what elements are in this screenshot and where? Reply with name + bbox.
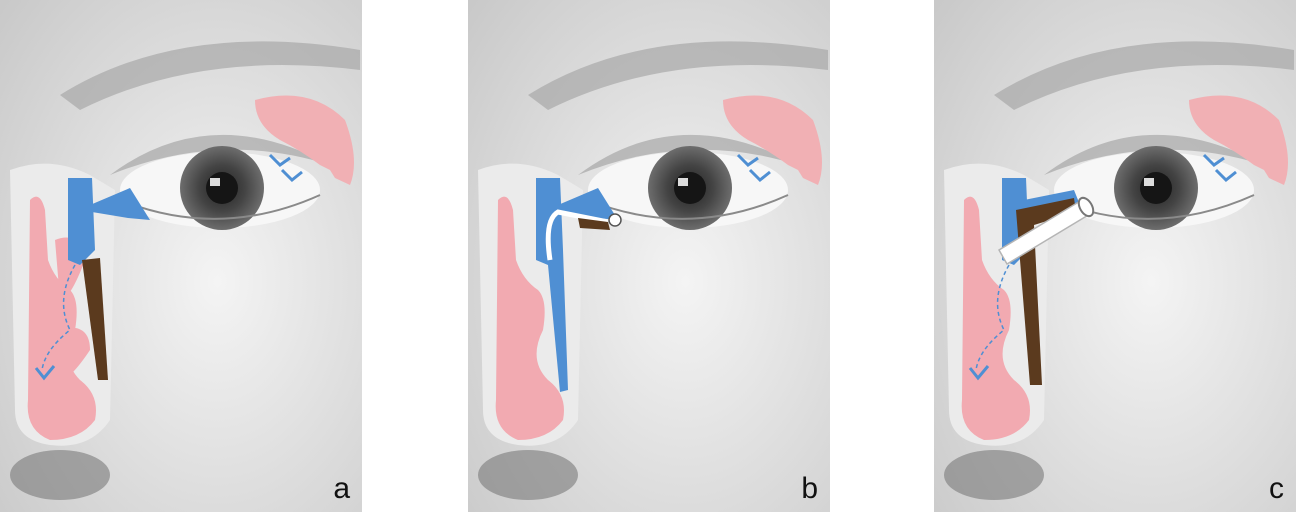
- nostril: [10, 450, 110, 500]
- pupil: [674, 172, 706, 204]
- eye-reflection: [1144, 178, 1154, 186]
- panel-a: a: [0, 0, 362, 512]
- panel-label-b: b: [801, 472, 818, 506]
- nostril: [944, 450, 1044, 500]
- eye-reflection: [210, 178, 220, 186]
- probe-handle: [609, 214, 621, 226]
- pupil: [1140, 172, 1172, 204]
- panel-b: b: [468, 0, 830, 512]
- panel-c: c: [934, 0, 1296, 512]
- panel-b-illustration: [468, 0, 830, 512]
- panel-c-illustration: [934, 0, 1296, 512]
- panel-label-a: a: [333, 472, 350, 506]
- panel-label-c: c: [1269, 472, 1284, 506]
- nostril: [478, 450, 578, 500]
- pupil: [206, 172, 238, 204]
- eye-reflection: [678, 178, 688, 186]
- panel-a-illustration: [0, 0, 362, 512]
- lacrimal-sac: [68, 178, 95, 265]
